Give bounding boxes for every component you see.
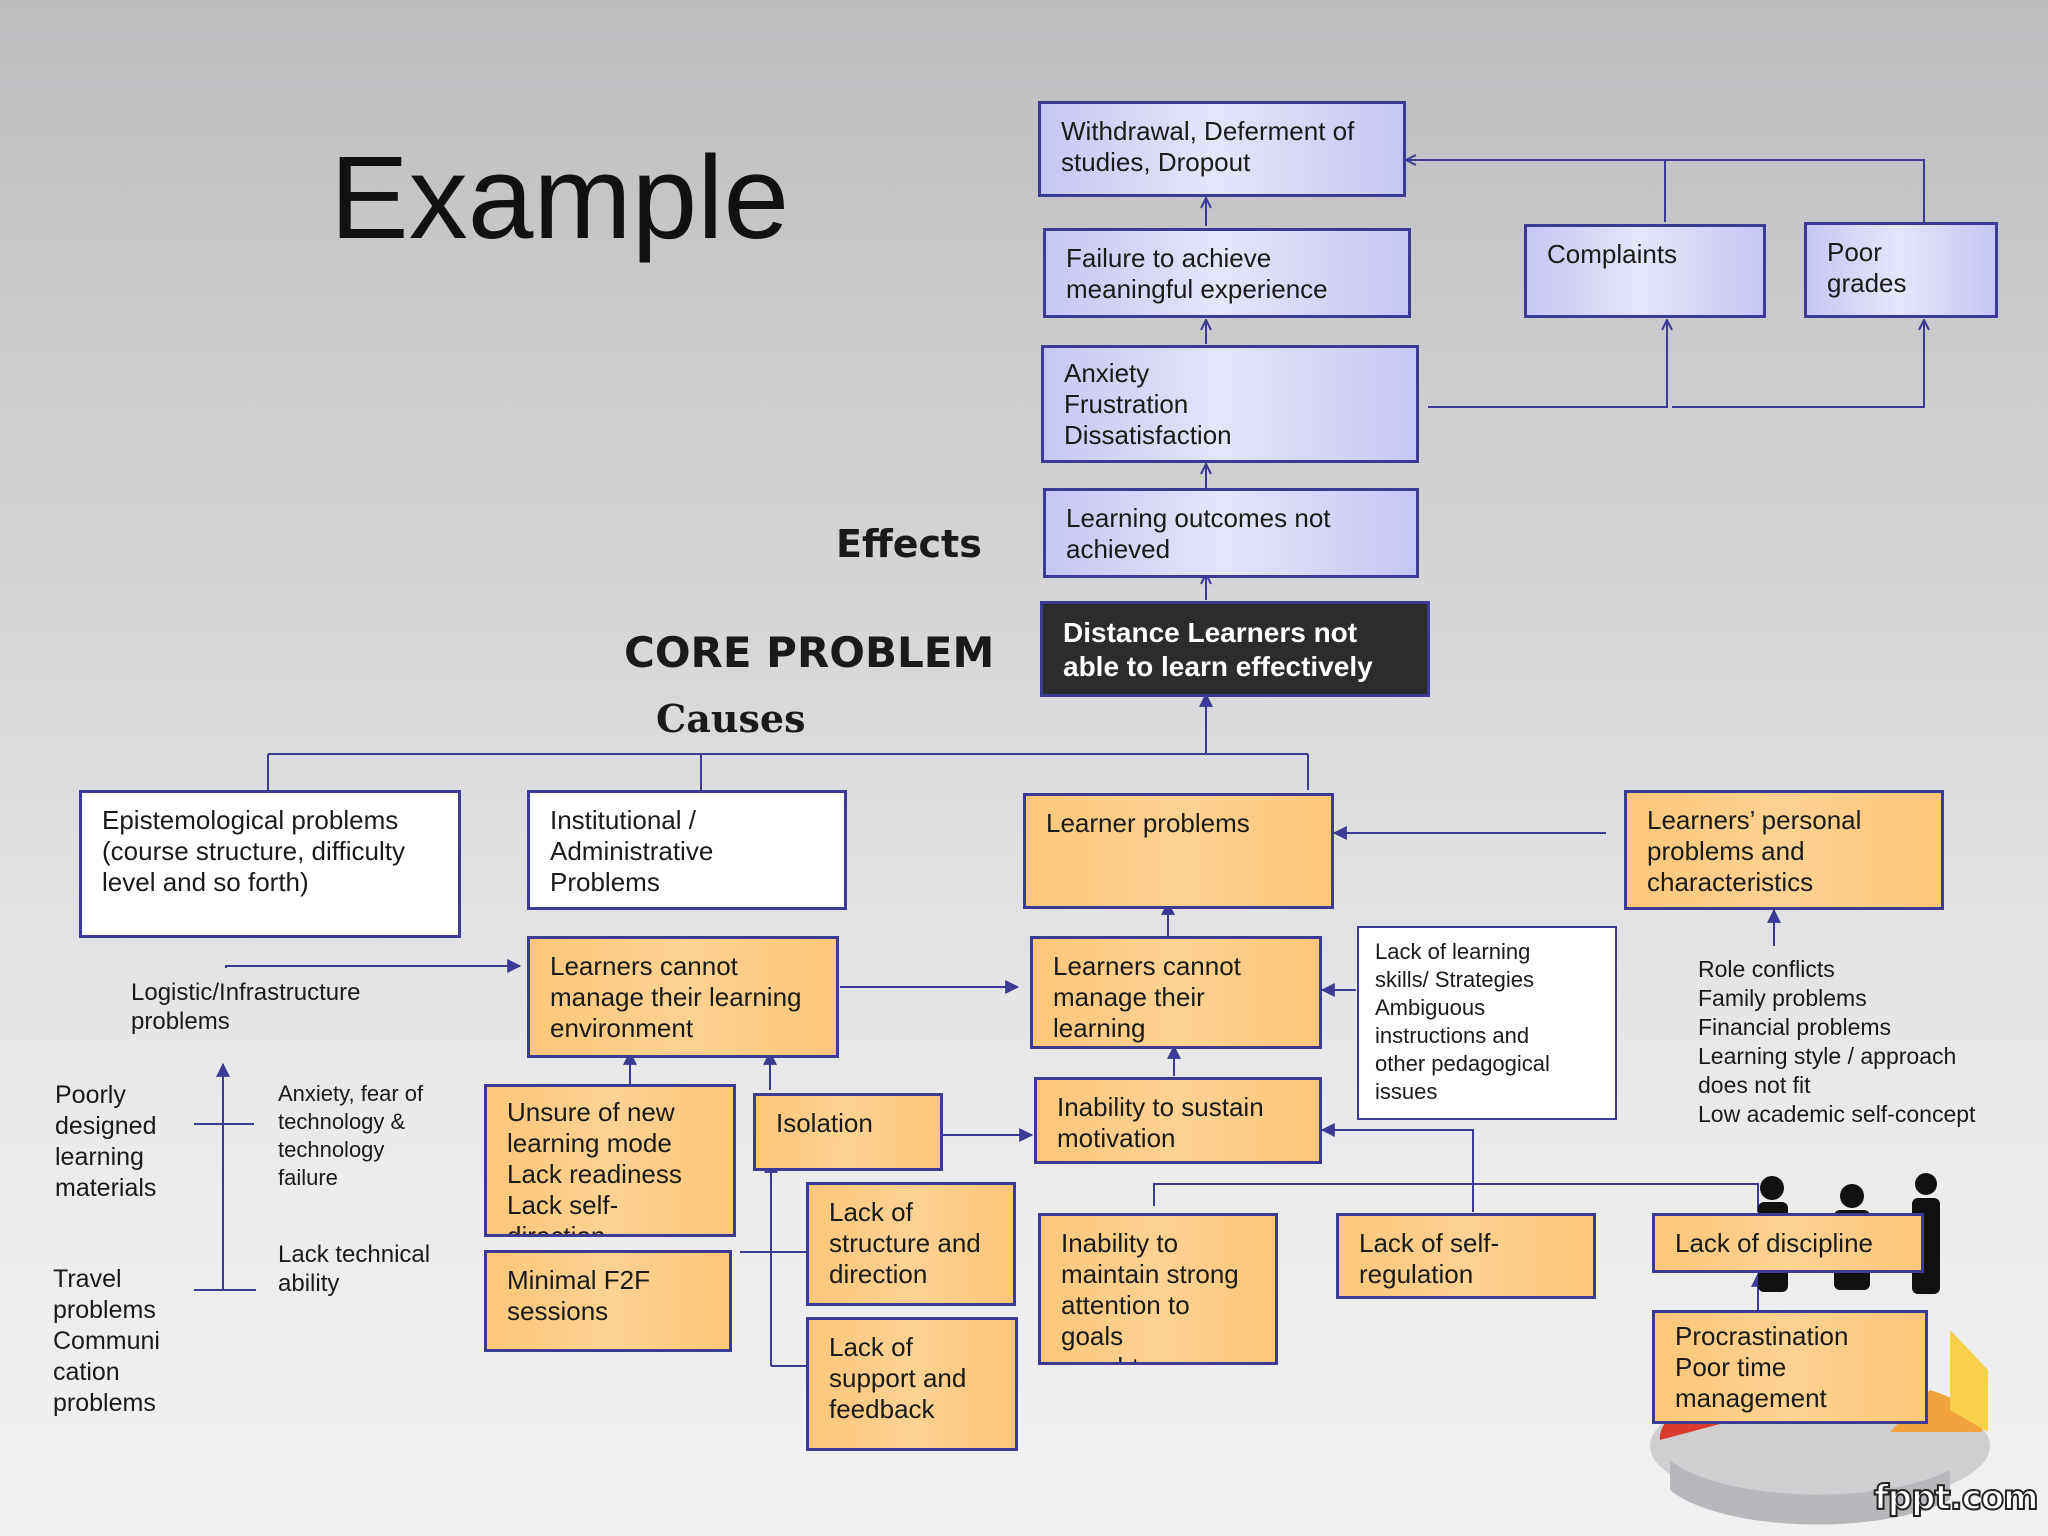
procrastination-box: Procrastination Poor time management (1652, 1310, 1928, 1424)
personal-factors-list: Role conflicts Family problems Financial… (1698, 956, 1976, 1127)
core-problem-label: CORE PROBLEM (624, 628, 995, 677)
manage-environment-box: Learners cannot manage their learning en… (527, 936, 839, 1058)
core-problem-box: Distance Learners not able to learn effe… (1040, 601, 1430, 697)
learner-problems-box: Learner problems (1023, 793, 1334, 909)
personal-problems-box: Learners’ personal problems and characte… (1624, 790, 1944, 910)
minimal-f2f-box: Minimal F2F sessions (484, 1250, 732, 1352)
connector-selfreg-sustain (1320, 1123, 1474, 1212)
complaints-box: Complaints (1524, 224, 1766, 318)
poorly-designed-label: Poorly designed learning materials (55, 1081, 157, 1202)
lack-technical-label: Lack technical ability (278, 1241, 431, 1297)
causes-label: Causes (656, 696, 806, 741)
failure-box: Failure to achieve meaningful experience (1043, 228, 1411, 318)
lack-support-box: Lack of support and feedback (806, 1317, 1018, 1451)
connector-lower-bracket (1153, 1183, 1759, 1212)
sustain-motivation-box: Inability to sustain motivation (1034, 1077, 1322, 1164)
watermark-logo: fppt.com (1873, 1477, 2040, 1519)
manage-activities-box: Learners cannot manage their learning ac… (1030, 936, 1322, 1049)
poor-grades-box: Poor grades (1804, 222, 1998, 318)
anxiety-technology-label: Anxiety, fear of technology & technology… (278, 1081, 424, 1190)
pie-slice-yellow (1950, 1330, 1988, 1432)
connector-anxiety-complaints (1428, 320, 1667, 408)
attention-goals-box: Inability to maintain strong attention t… (1038, 1213, 1278, 1365)
learning-skills-box: Lack of learning skills/ Strategies Ambi… (1357, 926, 1617, 1120)
logistic-label: Logistic/Infrastructure problems (131, 979, 361, 1035)
connector-complaints-withdrawal (1406, 160, 1666, 222)
epistemological-box: Epistemological problems (course structu… (79, 790, 461, 938)
page-title: Example (330, 132, 790, 264)
lack-discipline-box: Lack of discipline (1652, 1213, 1924, 1273)
isolation-box: Isolation (753, 1093, 943, 1171)
lack-structure-box: Lack of structure and direction (806, 1182, 1016, 1306)
anxiety-box: Anxiety Frustration Dissatisfaction (1041, 345, 1419, 463)
connector-grades-withdrawal (1665, 159, 1925, 222)
connector-anxiety-grades (1672, 320, 1924, 408)
outcomes-box: Learning outcomes not achieved (1043, 488, 1419, 578)
withdrawal-box: Withdrawal, Deferment of studies, Dropou… (1038, 101, 1406, 197)
pie-slice-silver (1670, 1460, 1950, 1525)
unsure-box: Unsure of new learning mode Lack readine… (484, 1084, 736, 1237)
effects-label: Effects (836, 522, 982, 566)
travel-communication-label: Travel problems Communi cation problems (53, 1265, 160, 1417)
connector-logistic-env (225, 959, 522, 973)
institutional-box: Institutional / Administrative Problems (527, 790, 847, 910)
self-regulation-box: Lack of self- regulation (1336, 1213, 1596, 1299)
